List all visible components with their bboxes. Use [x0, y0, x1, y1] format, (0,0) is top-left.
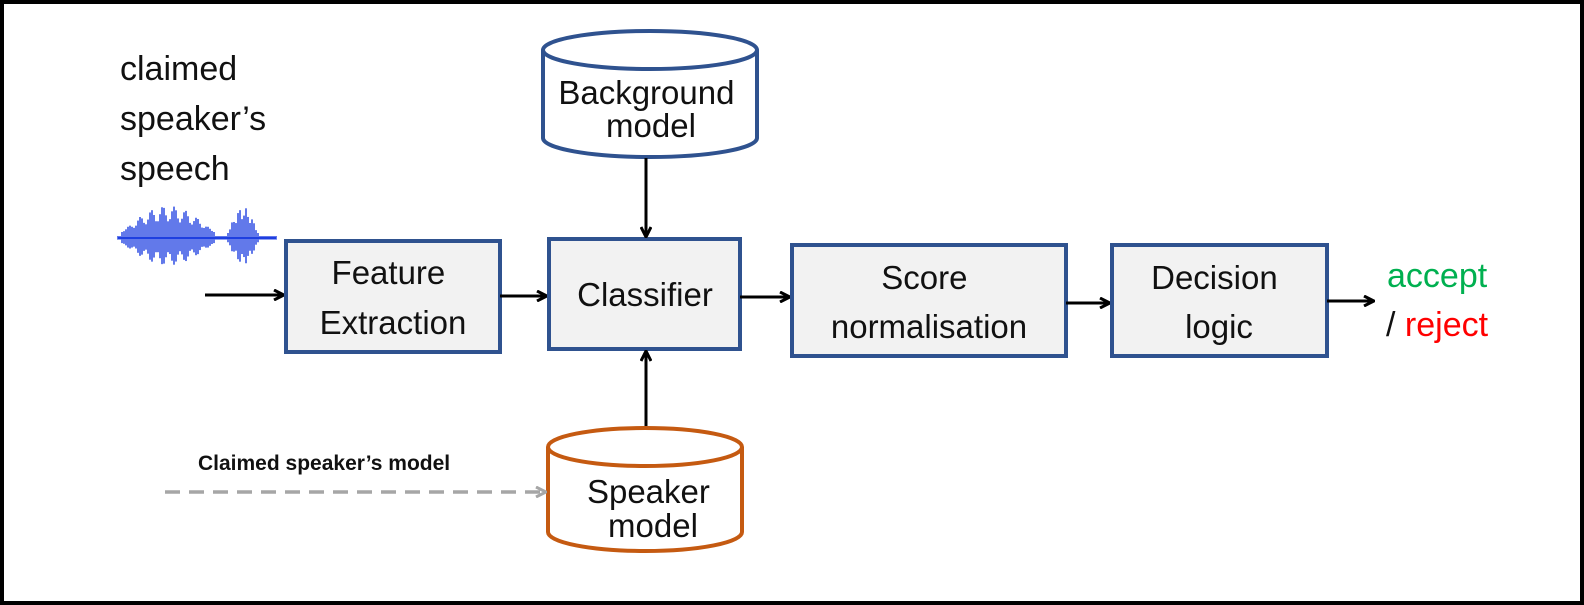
reject-label: reject	[1405, 306, 1489, 344]
output-separator: /	[1386, 306, 1396, 344]
speaker-model-line-2: model	[608, 507, 698, 544]
classifier-block: Classifier	[547, 237, 742, 351]
classifier-label: Classifier	[577, 276, 713, 313]
speech-label-line-2: speaker’s	[120, 100, 266, 138]
background-model-line-1: Background	[558, 74, 734, 111]
svg-text:Classifier: Classifier	[577, 276, 713, 313]
speech-label-line-3: speech	[120, 150, 230, 188]
background-model-database: Background model	[541, 29, 759, 159]
feature-extraction-line-1: Feature	[332, 254, 446, 291]
decision-logic-line-2: logic	[1185, 308, 1253, 345]
speech-label-line-1: claimed	[120, 50, 237, 88]
decision-logic-line-1: Decision	[1151, 259, 1278, 296]
waveform-icon	[117, 206, 277, 265]
score-normalisation-line-2: normalisation	[831, 308, 1027, 345]
svg-text:Decision logic: Decision logic	[1151, 259, 1287, 345]
feature-extraction-block: Feature Extraction	[284, 239, 502, 354]
background-model-line-2: model	[606, 107, 696, 144]
speaker-model-database: Speaker model	[546, 426, 744, 553]
feature-extraction-line-2: Extraction	[320, 304, 467, 341]
decision-logic-block: Decision logic	[1110, 243, 1329, 358]
score-normalisation-line-1: Score	[881, 259, 967, 296]
svg-text:Background model: Background model	[558, 74, 743, 144]
score-normalisation-block: Score normalisation	[790, 243, 1068, 358]
claimed-model-label: Claimed speaker’s model	[198, 452, 450, 475]
svg-text:Speaker model: Speaker model	[587, 473, 719, 544]
speech-label: claimed speaker’s speech	[120, 50, 276, 188]
svg-text:Feature Extraction: Feature Extraction	[320, 254, 467, 341]
accept-label: accept	[1387, 257, 1488, 295]
output-label-reject-row: / reject	[1386, 306, 1489, 344]
speaker-model-line-1: Speaker	[587, 473, 710, 510]
svg-text:Score normalisation: Score normalisation	[831, 259, 1027, 345]
